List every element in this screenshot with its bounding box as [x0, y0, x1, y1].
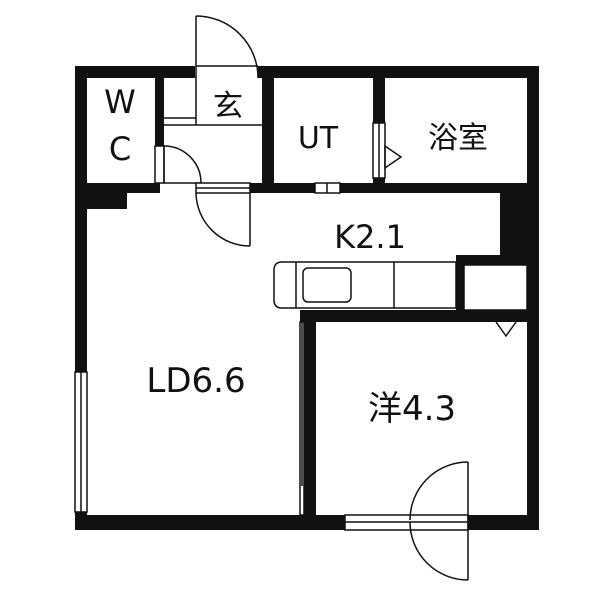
- room-labels: W C 玄 UT 浴室 K2.1 LD6.6 洋4.3: [104, 83, 488, 429]
- top-wall-left: [75, 66, 195, 78]
- wetarea-bottom-wall-wc: [87, 183, 160, 193]
- wetarea-bottom-wall-right: [340, 183, 527, 193]
- label-wc-line2: C: [109, 130, 131, 168]
- ut-bath-divider-lower: [373, 178, 385, 193]
- ld-window: [74, 371, 88, 513]
- label-western: 洋4.3: [368, 389, 456, 429]
- storage-box-wall: [456, 255, 527, 265]
- western-left-wall: [304, 322, 316, 515]
- label-ut: UT: [298, 121, 339, 156]
- ut-sliding-door: [314, 182, 341, 194]
- label-living: LD6.6: [146, 361, 245, 401]
- western-door: [409, 461, 469, 581]
- interior-walls: [87, 78, 527, 515]
- label-genkan: 玄: [213, 89, 243, 124]
- wc-divider: [155, 78, 164, 146]
- exterior-walls: [75, 66, 539, 530]
- genkan-right-wall: [262, 78, 274, 193]
- wc-door: [154, 145, 202, 184]
- genkan-lines: [164, 78, 262, 126]
- hall-door: [195, 182, 251, 247]
- top-wall-right: [258, 66, 539, 78]
- kitchen-counter: [273, 261, 457, 309]
- bottom-wall-left: [75, 515, 345, 530]
- western-window: [344, 514, 469, 531]
- right-wall: [527, 66, 539, 530]
- bottom-wall-right: [468, 515, 539, 530]
- kitchen-pillar: [500, 193, 527, 255]
- sink: [302, 267, 352, 303]
- western-top-wall: [300, 310, 527, 322]
- left-wall-upper: [75, 66, 87, 372]
- entrance-door: [195, 15, 259, 79]
- label-kitchen: K2.1: [334, 218, 406, 256]
- label-wc-line1: W: [104, 83, 136, 121]
- ld-western-partition: [299, 321, 305, 516]
- storage-box: [463, 264, 528, 338]
- wetarea-bottom-wall-hall: [250, 183, 315, 193]
- wc-step: [87, 193, 127, 209]
- ut-bath-divider: [373, 78, 385, 123]
- bath-door: [372, 122, 403, 179]
- storage-box-wall-left: [456, 255, 464, 310]
- label-bath: 浴室: [428, 121, 488, 156]
